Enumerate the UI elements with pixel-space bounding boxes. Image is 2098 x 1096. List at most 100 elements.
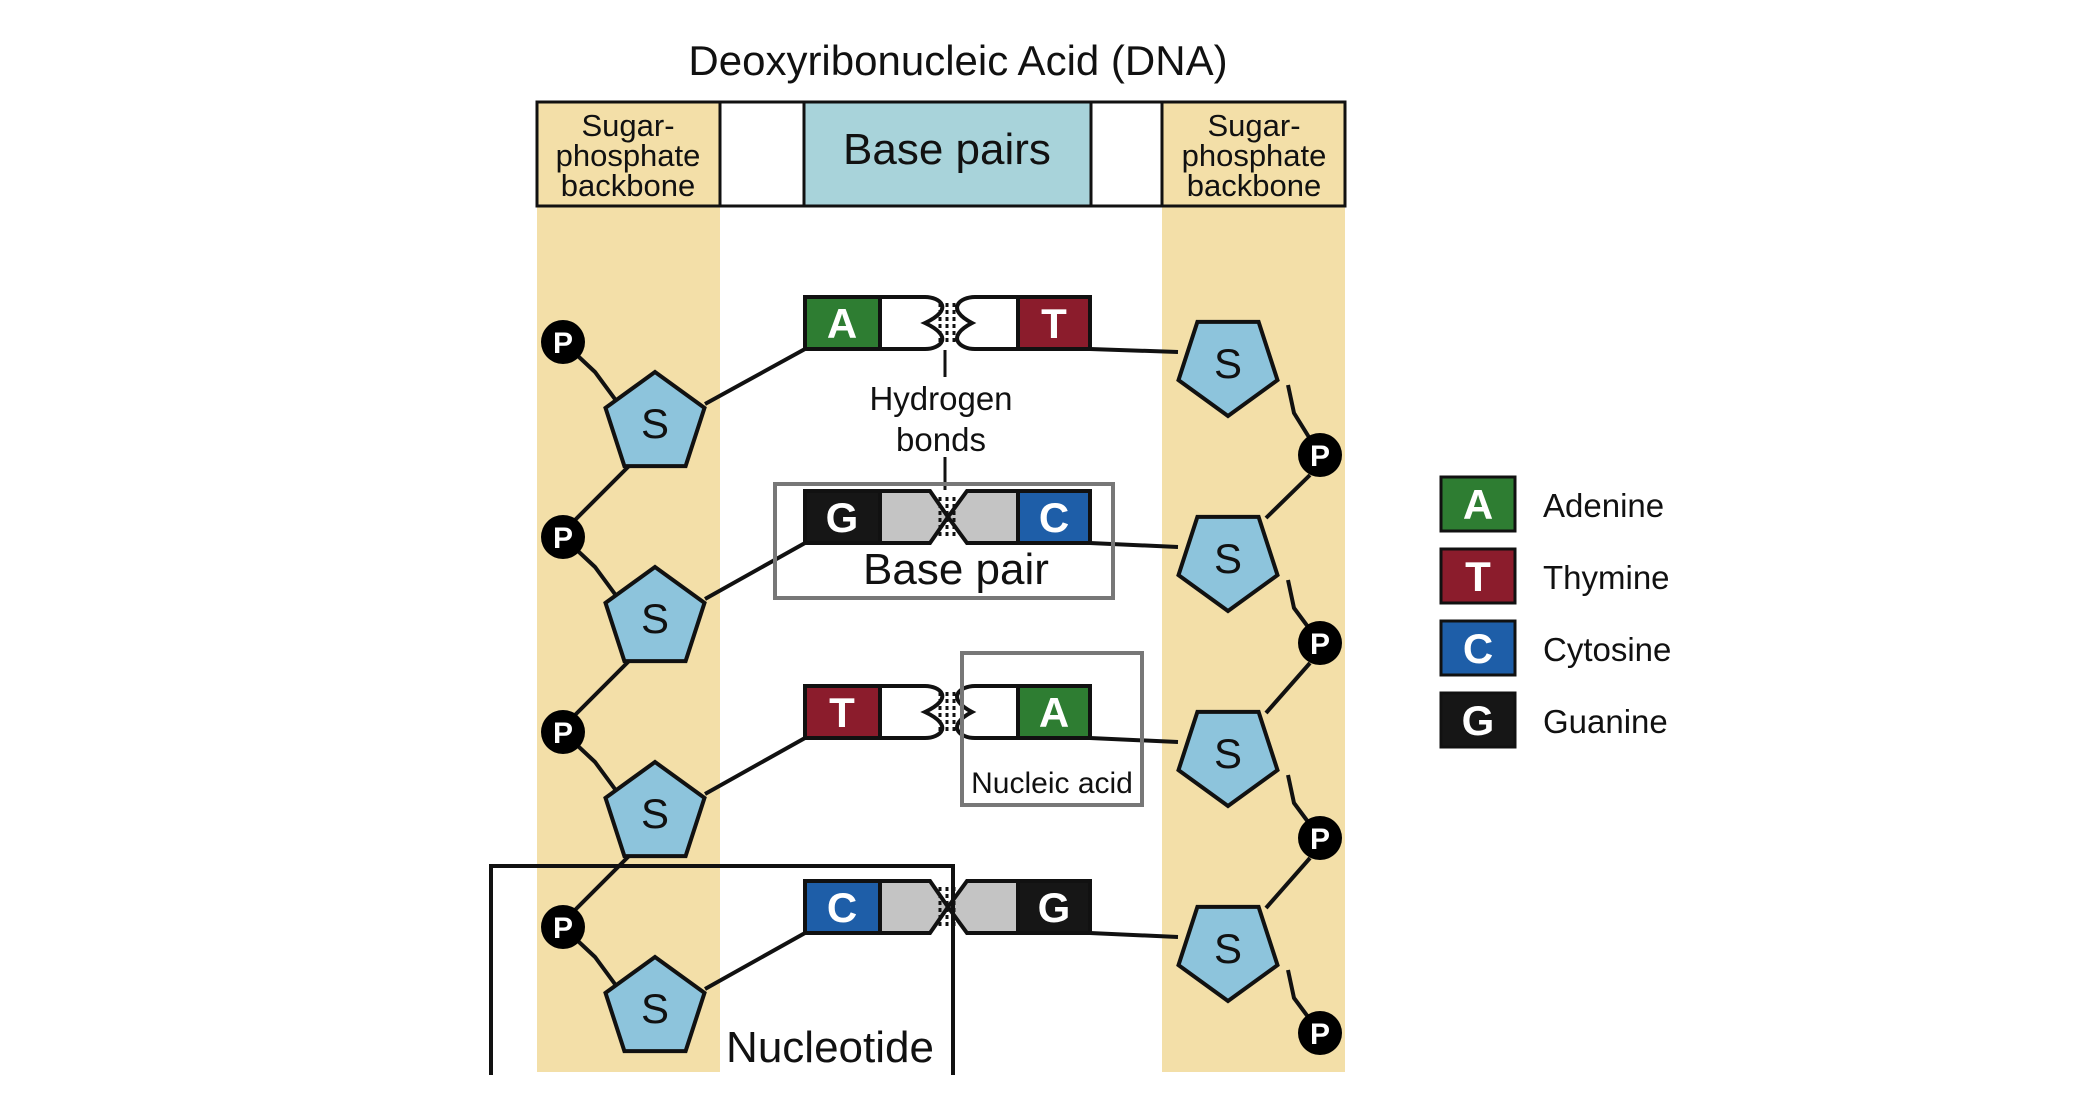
right-sugar-pentagon <box>1176 904 1280 1004</box>
right-base-letter: G <box>1038 884 1071 931</box>
right-phosphate-sugar-bond <box>1264 856 1312 910</box>
nucleic-acid-label: Nucleic acid <box>971 767 1133 800</box>
left-sugar-phosphate-bond <box>571 463 632 524</box>
left-phosphate-label: P <box>553 522 573 555</box>
right-base-connector <box>945 879 1020 935</box>
left-sugar-base-bond <box>704 736 806 796</box>
right-base-letter: T <box>1041 300 1067 347</box>
left-phosphate-circle <box>541 320 585 364</box>
right-sugar-base-bond <box>1089 736 1179 744</box>
right-phosphate-circle <box>1298 816 1342 860</box>
left-backbone-label-line2: phosphate <box>556 138 701 173</box>
legend-label: Cytosine <box>1543 631 1671 668</box>
right-base-letter: A <box>1039 689 1069 736</box>
right-backbone-label-line2: phosphate <box>1182 138 1327 173</box>
legend-letter: A <box>1463 481 1493 528</box>
right-phosphate-sugar-bond <box>1264 661 1312 715</box>
left-base-letter: C <box>827 884 857 931</box>
left-base-letter: A <box>827 300 857 347</box>
left-sugar-label: S <box>641 790 669 837</box>
legend-swatch <box>1439 547 1517 605</box>
base-pairs-header <box>802 100 1093 208</box>
left-base-block <box>803 295 882 351</box>
base-pairs-header-label: Base pairs <box>843 125 1051 174</box>
header-bar: Sugar- phosphate backbone Base pairs Sug… <box>535 100 1347 208</box>
left-base-connector <box>878 489 951 545</box>
left-sugar-pentagon <box>603 369 707 469</box>
legend-label: Thymine <box>1543 559 1670 596</box>
right-phosphate-circle <box>1298 621 1342 665</box>
left-phosphate-label: P <box>553 327 573 360</box>
left-base-block <box>803 684 882 740</box>
left-base-connector <box>878 684 945 740</box>
nucleic-acid-box <box>960 651 1144 807</box>
right-sugar-label: S <box>1214 730 1242 777</box>
left-base-letter: T <box>829 689 855 736</box>
right-backbone-header <box>1160 100 1347 208</box>
phosphate-groups: P P P P P P P P <box>541 320 1342 1055</box>
right-phosphate-label: P <box>1310 823 1330 856</box>
right-base-block <box>1016 879 1092 935</box>
right-phosphate-label: P <box>1310 628 1330 661</box>
base-pair-annotation: Base pair <box>773 482 1115 600</box>
left-backbone-label-line3: backbone <box>561 168 695 203</box>
nucleotide-label: Nucleotide <box>726 1023 934 1072</box>
left-base-letter: G <box>826 494 859 541</box>
right-backbone-label-line3: backbone <box>1187 168 1321 203</box>
hydrogen-bonds-label-line2: bonds <box>896 421 986 458</box>
right-base-connector <box>945 489 1020 545</box>
nucleic-acid-annotation: Nucleic acid <box>960 651 1144 807</box>
legend-letter: G <box>1462 697 1495 744</box>
diagram-title: Deoxyribonucleic Acid (DNA) <box>688 37 1227 84</box>
left-phosphate-label: P <box>553 717 573 750</box>
base-pair-box <box>773 482 1115 600</box>
legend-label: Guanine <box>1543 703 1668 740</box>
left-sugar-base-bond <box>704 347 806 406</box>
right-base-block <box>1016 684 1092 740</box>
left-base-connector <box>878 879 951 935</box>
right-base-connector <box>955 684 1020 740</box>
right-phosphate-circle <box>1298 1011 1342 1055</box>
hydrogen-bonds-label-line1: Hydrogen <box>869 380 1012 417</box>
legend-swatch <box>1439 619 1517 677</box>
legend-item: G Guanine <box>1439 691 1668 749</box>
left-sugar-label: S <box>641 595 669 642</box>
left-phosphate-circle <box>541 905 585 949</box>
left-base-block <box>803 489 882 545</box>
legend-label: Adenine <box>1543 487 1664 524</box>
right-sugar-base-bond <box>1089 347 1179 354</box>
nucleotide-box <box>489 864 955 1075</box>
base-pair-label: Base pair <box>863 545 1049 594</box>
right-phosphate-label: P <box>1310 1018 1330 1051</box>
right-sugar-base-bond <box>1089 931 1179 939</box>
left-sugar-phosphate-bond <box>571 658 632 719</box>
legend-swatch <box>1439 691 1517 749</box>
left-phosphate-circle <box>541 515 585 559</box>
left-sugar-pentagon <box>603 564 707 664</box>
right-sugar-label: S <box>1214 340 1242 387</box>
right-phosphate-label: P <box>1310 440 1330 473</box>
right-phosphate-sugar-bond <box>1264 473 1312 520</box>
right-sugar-label: S <box>1214 925 1242 972</box>
left-phosphate-label: P <box>553 912 573 945</box>
left-phosphate-circle <box>541 710 585 754</box>
left-sugar-label: S <box>641 985 669 1032</box>
nucleotide-annotation: Nucleotide <box>489 864 955 1075</box>
left-sugar-pentagon <box>603 954 707 1054</box>
right-base-connector <box>955 295 1020 351</box>
left-sugar-pentagon <box>603 759 707 859</box>
legend-item: A Adenine <box>1439 475 1664 533</box>
right-base-letter: C <box>1039 494 1069 541</box>
left-sugar-label: S <box>641 400 669 447</box>
left-base-block <box>803 879 882 935</box>
right-sugar-pentagon <box>1176 514 1280 614</box>
right-sugar-pentagon <box>1176 709 1280 809</box>
